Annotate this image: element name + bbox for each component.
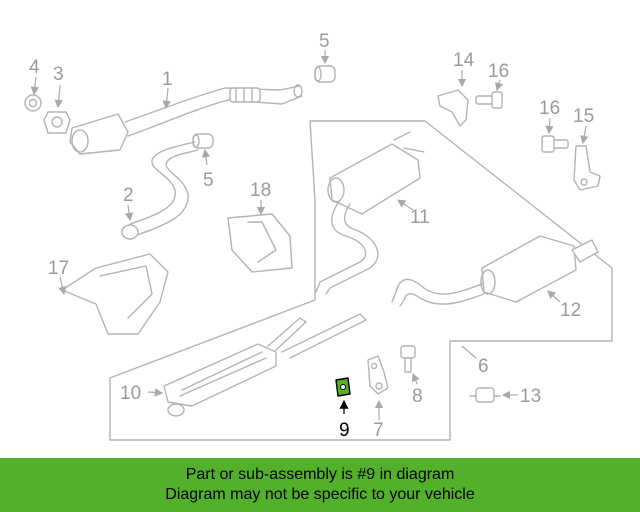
label-11: 11 bbox=[410, 207, 430, 228]
label-1: 1 bbox=[162, 69, 173, 90]
part-1-front-pipe-converter[interactable] bbox=[69, 84, 303, 155]
label-13: 13 bbox=[520, 386, 541, 407]
label-5-left: 5 bbox=[203, 170, 214, 191]
part-16-bolt-top[interactable] bbox=[475, 79, 504, 109]
part-7-hanger[interactable] bbox=[367, 355, 389, 420]
label-17: 17 bbox=[48, 258, 69, 279]
label-4: 4 bbox=[29, 57, 40, 78]
label-9: 9 bbox=[339, 420, 350, 441]
part-15-hanger[interactable] bbox=[573, 125, 601, 191]
assembly-6-outline bbox=[109, 120, 613, 441]
banner-line-1: Part or sub-assembly is #9 in diagram bbox=[185, 466, 455, 483]
banner-line-2: Diagram may not be specific to your vehi… bbox=[165, 486, 475, 503]
part-11-center-muffler[interactable] bbox=[315, 131, 425, 295]
part-5-clamp-left[interactable] bbox=[192, 133, 214, 166]
part-3-flange-gasket[interactable] bbox=[43, 84, 71, 134]
part-13-isolator[interactable] bbox=[469, 387, 518, 403]
label-2: 2 bbox=[123, 185, 134, 206]
info-banner: Part or sub-assembly is #9 in diagram Di… bbox=[0, 458, 640, 512]
label-10: 10 bbox=[120, 383, 141, 404]
label-8: 8 bbox=[412, 386, 423, 407]
label-16-top: 16 bbox=[488, 61, 509, 82]
part-18-bracket[interactable] bbox=[227, 200, 293, 273]
label-18: 18 bbox=[250, 180, 271, 201]
leader-6 bbox=[461, 345, 477, 359]
part-2-intermediate-pipe[interactable] bbox=[121, 141, 199, 240]
label-5-top: 5 bbox=[319, 31, 330, 52]
label-7: 7 bbox=[373, 420, 384, 441]
label-15: 15 bbox=[573, 106, 594, 127]
part-10-resonator[interactable] bbox=[147, 313, 367, 417]
part-5-clamp-top[interactable] bbox=[314, 50, 336, 83]
part-9-insulator[interactable] bbox=[335, 377, 351, 414]
part-4-gasket[interactable] bbox=[24, 76, 42, 112]
exhaust-system-diagram: 4 3 1 5 5 2 bbox=[24, 31, 613, 441]
part-14-hanger-bracket[interactable] bbox=[437, 70, 469, 127]
label-3: 3 bbox=[53, 64, 64, 85]
label-6: 6 bbox=[478, 356, 489, 377]
part-17-heat-shield[interactable] bbox=[58, 253, 169, 335]
part-12-rear-muffler[interactable] bbox=[391, 235, 599, 307]
label-14: 14 bbox=[453, 50, 475, 71]
part-8-bolt[interactable] bbox=[400, 345, 420, 385]
part-16-bolt-right[interactable] bbox=[541, 117, 569, 153]
label-12: 12 bbox=[560, 300, 581, 321]
label-16-right: 16 bbox=[539, 98, 560, 119]
